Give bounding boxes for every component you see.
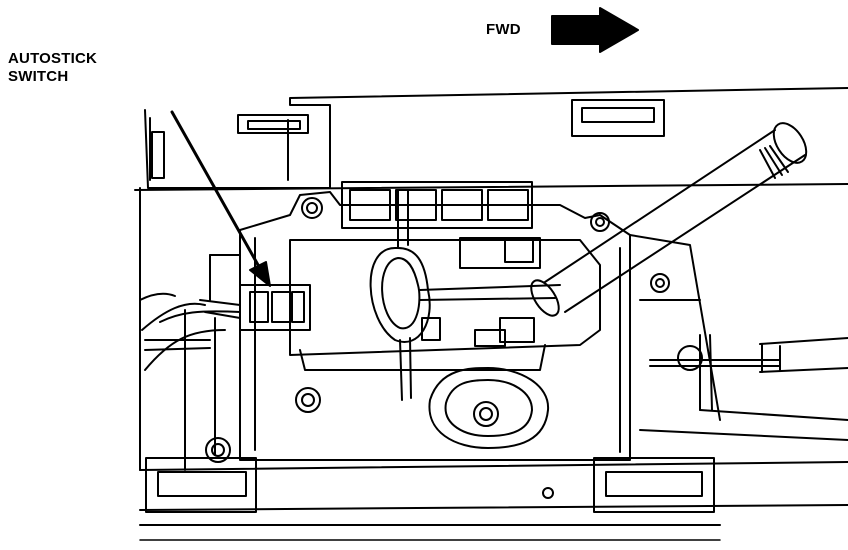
autostick-switch-callout: AUTOSTICK SWITCH (8, 50, 97, 86)
shift-lever (530, 122, 808, 317)
console-left-wall (139, 187, 226, 471)
forward-arrow-icon (551, 7, 639, 53)
shifter-gate-housing (289, 237, 601, 371)
shift-lock-loop (369, 189, 431, 401)
lower-oval-bracket (428, 367, 550, 449)
callout-line-2: SWITCH (8, 68, 69, 85)
shifter-base-plate (205, 191, 631, 463)
forward-direction-label: FWD (486, 21, 521, 38)
console-top-bezel (134, 87, 848, 191)
console-bottom-bezel (139, 457, 848, 541)
gear-indicator-strip (341, 181, 533, 229)
autostick-switch-connector (159, 254, 311, 331)
callout-line-1: AUTOSTICK (8, 50, 98, 67)
callout-leader-arrow (170, 110, 271, 287)
shift-cable-bracket (629, 234, 848, 441)
